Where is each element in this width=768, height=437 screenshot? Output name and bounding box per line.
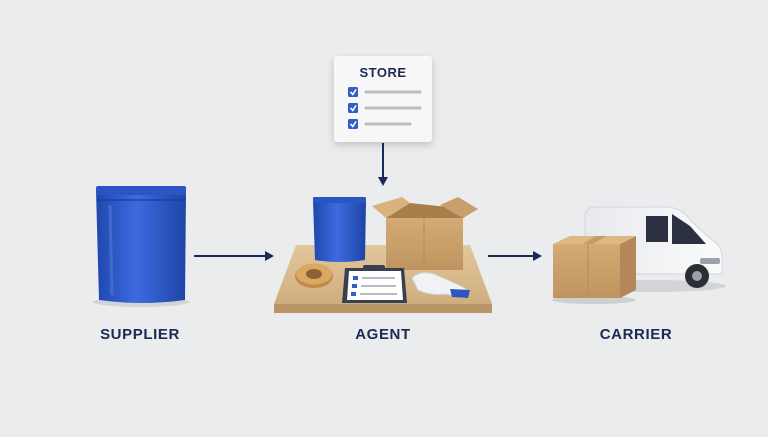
arrow-supplier-to-agent <box>194 251 274 261</box>
checklist-item-1 <box>348 87 422 97</box>
arrow-store-to-agent <box>378 143 388 186</box>
carrier-box-icon <box>552 236 636 304</box>
supplier-label: SUPPLIER <box>100 326 180 343</box>
supplier-pouch-icon <box>93 186 189 307</box>
store-checklist-card: STORE <box>334 56 432 142</box>
carrier-label: CARRIER <box>599 326 673 343</box>
agent-packing-table-icon <box>274 197 492 313</box>
agent-label: AGENT <box>355 326 411 343</box>
arrow-agent-to-carrier <box>488 251 542 261</box>
store-label: STORE <box>359 65 407 80</box>
store-checklist-icon <box>348 87 422 129</box>
checklist-item-3 <box>348 119 412 129</box>
checklist-item-2 <box>348 103 422 113</box>
